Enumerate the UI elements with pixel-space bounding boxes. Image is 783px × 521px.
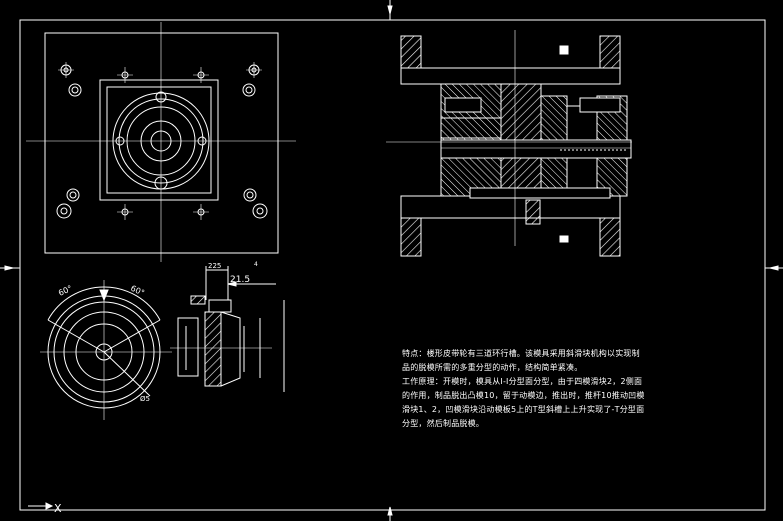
note-line-2: 品的脱模所需的多重分型的动作，结构简单紧凑。 xyxy=(402,363,583,372)
note-line-4: 的作用，制品脱出凸模10，留于动模边，推出时，推杆10推动凹模 xyxy=(402,391,645,400)
dim-21-5-label: 21.5 xyxy=(230,275,250,285)
mold-top-view xyxy=(26,22,296,262)
dimension-labels: 60° 60° Ø5 225 21.5 4 xyxy=(57,261,258,403)
technical-notes: 特点：楼形皮带轮有三道环行槽。该模具采用斜滑块机构以实现制 品的脱模所需的多重分… xyxy=(402,347,682,431)
note-line-1: 特点：楼形皮带轮有三道环行槽。该模具采用斜滑块机构以实现制 xyxy=(402,349,640,358)
pulley-section-view xyxy=(170,266,285,392)
angle-right-label: 60° xyxy=(129,284,146,298)
note-line-6: 分型，然后制品脱模。 xyxy=(402,419,484,428)
ucs-x-label: X xyxy=(54,502,62,515)
dim-4-label: 4 xyxy=(254,261,258,268)
mold-section-view xyxy=(386,30,632,257)
pulley-front-view xyxy=(40,280,172,420)
note-line-3: 工作原理：开模时，模具从I-I分型面分型，由于四模滑块2，2侧面 xyxy=(402,377,643,386)
note-line-5: 滑块1、2，凹模滑块沿动模板5上的T型斜槽上上升实现了-T分型面 xyxy=(402,405,645,414)
dim-225-label: 225 xyxy=(208,262,221,270)
diameter-label: Ø5 xyxy=(140,395,150,403)
ucs-icon: X xyxy=(28,502,62,515)
